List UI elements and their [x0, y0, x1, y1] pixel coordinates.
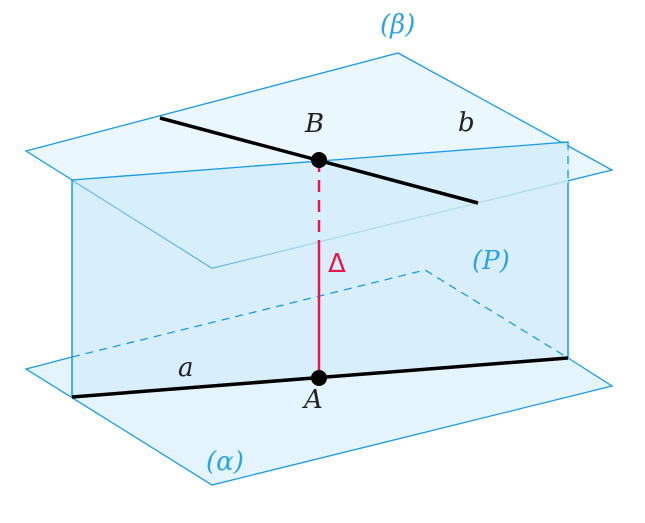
label-plane-p: (P): [472, 246, 510, 276]
label-beta: (β): [380, 10, 415, 40]
label-line-b: b: [458, 108, 475, 138]
label-point-b: B: [304, 109, 324, 139]
plane-alpha-edge: [24, 356, 614, 486]
point-a-marker: [311, 370, 327, 386]
point-b-marker: [311, 152, 327, 168]
label-point-a: A: [302, 385, 323, 415]
label-delta: Δ: [328, 249, 346, 279]
label-line-a: a: [178, 353, 194, 383]
label-alpha: (α): [206, 447, 244, 477]
